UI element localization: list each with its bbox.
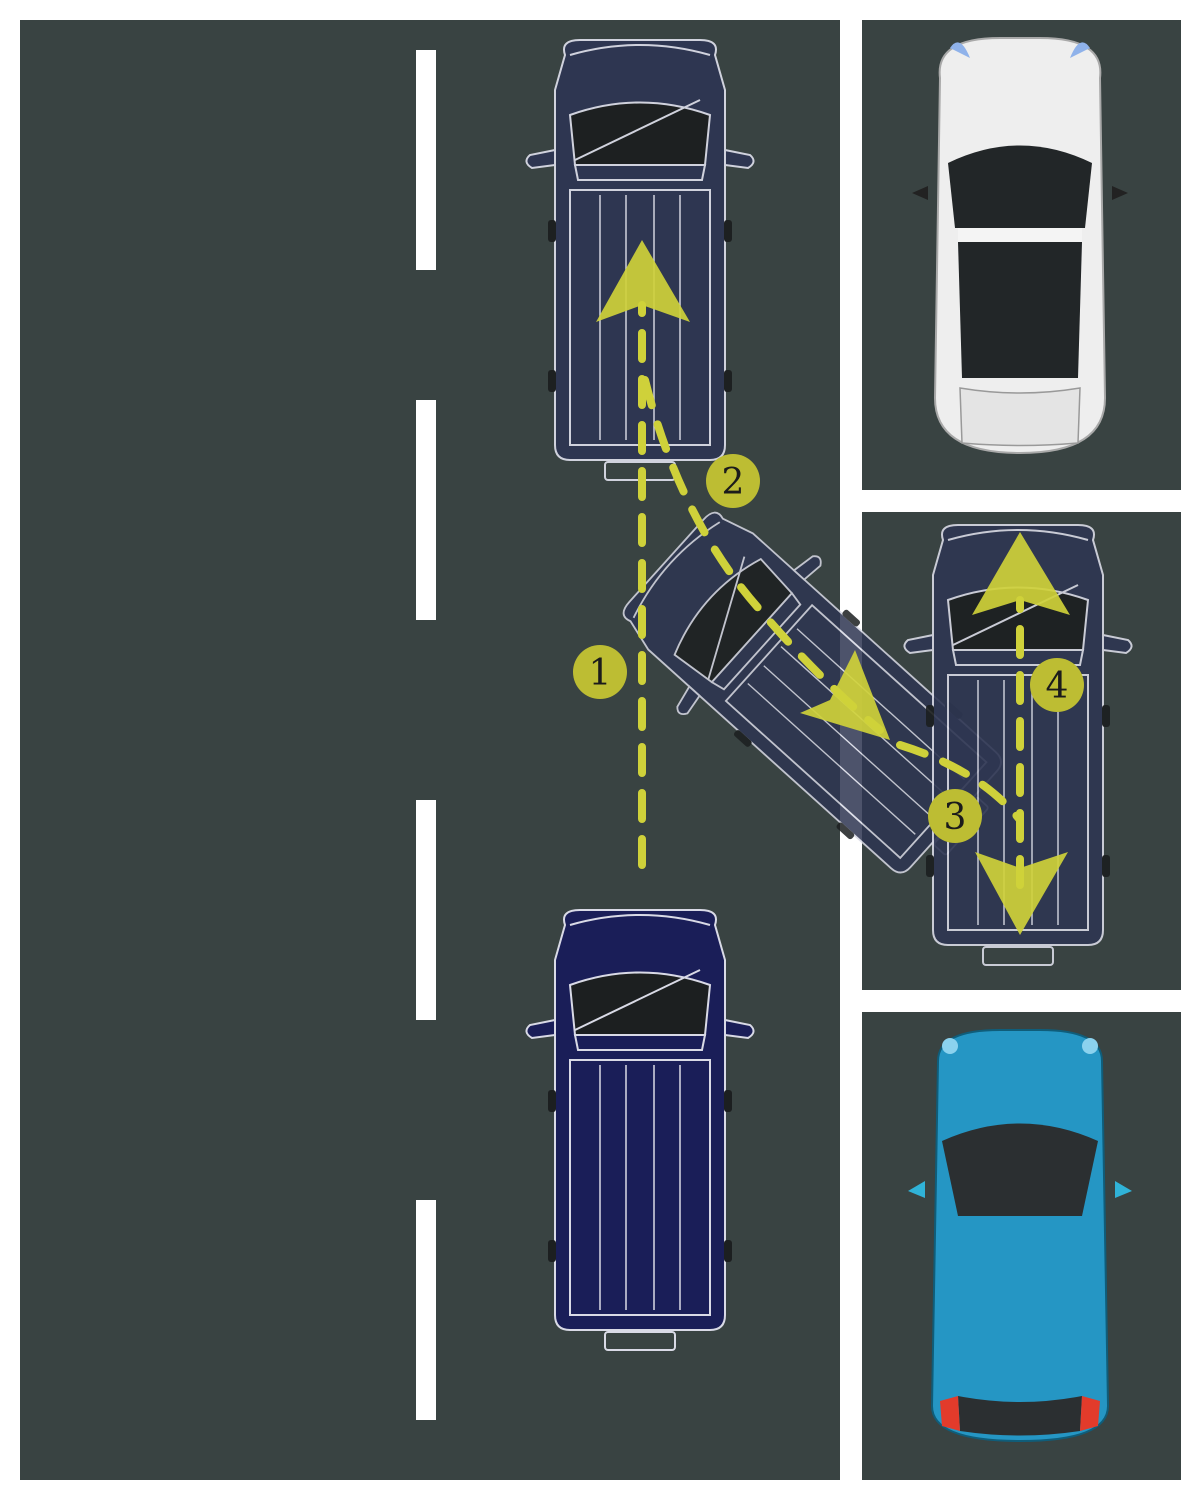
step-badge-3: 3 <box>928 789 982 843</box>
step-label: 1 <box>589 653 612 694</box>
arrow-head-icon <box>972 532 1070 615</box>
step-label: 3 <box>944 797 967 838</box>
arrow-head-icon <box>596 240 690 322</box>
lane-dash <box>416 400 436 620</box>
pickup-truck-icon <box>525 909 755 1351</box>
lane-markings <box>416 50 436 1420</box>
step-label: 4 <box>1046 666 1069 707</box>
arrow-head-icon <box>800 650 890 740</box>
step-badge-4: 4 <box>1030 658 1084 712</box>
blue-car-icon <box>908 1029 1132 1443</box>
lane-dash <box>416 800 436 1020</box>
white-car-icon <box>912 37 1128 455</box>
lane-dash <box>416 50 436 270</box>
path-step-3 <box>896 741 1024 824</box>
arrow-head-icon <box>975 852 1068 935</box>
step-label: 2 <box>722 462 745 503</box>
step-badge-1: 1 <box>573 645 627 699</box>
step-badge-2: 2 <box>706 454 760 508</box>
arrow-heads <box>596 240 1070 935</box>
lane-dash <box>416 1200 436 1420</box>
